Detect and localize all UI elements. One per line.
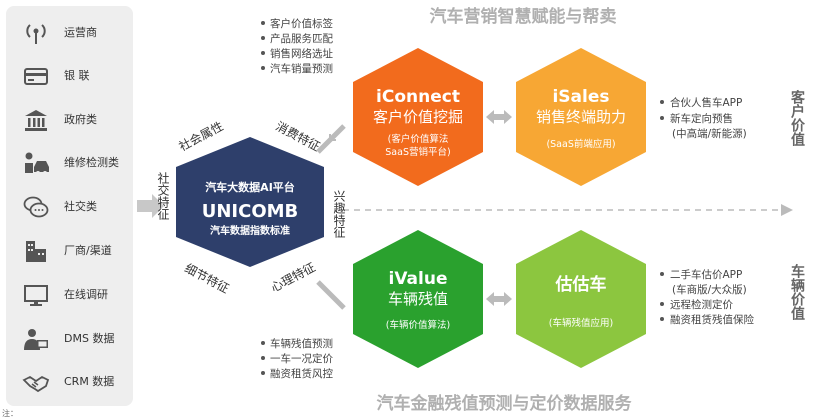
source-item-survey: 在线调研: [6, 277, 133, 313]
center-to-iconnect-arrow: [316, 124, 346, 154]
source-item-social: 社交类: [6, 189, 133, 225]
gugu-title: 估估车: [555, 274, 607, 295]
edge-socialize: 社交特征: [156, 171, 170, 221]
source-item-dms: DMS 数据: [6, 321, 133, 357]
handshake-icon: [22, 375, 50, 393]
isales-subtitle: 销售终端助力: [536, 108, 626, 126]
edge-social-attr: 社会属性: [176, 118, 225, 154]
right-top-list: 合伙人售车APP 新车定向预售 (中高端/新能源): [660, 96, 747, 140]
footnote: 注：: [2, 408, 18, 418]
iconnect-subtitle: 客户价值挖掘: [373, 108, 463, 126]
list-item: 远程检测定价: [670, 298, 733, 311]
source-label: 银 联: [64, 69, 90, 82]
source-item-manufacturer: 厂商/渠道: [6, 233, 133, 269]
ivalue-hexagon: [353, 230, 483, 368]
list-item: 车辆残值预测: [270, 337, 333, 350]
list-item: 新车定向预售: [670, 112, 733, 125]
list-item: 客户价值标签: [270, 17, 333, 30]
list-item: 二手车估价APP: [670, 268, 742, 281]
iconnect-title: iConnect: [376, 87, 460, 107]
person-computer-icon: [24, 329, 48, 350]
list-item: 合伙人售车APP: [670, 96, 742, 109]
gugu-note1: (车辆残值应用): [549, 317, 613, 329]
edge-interest: 兴趣特征: [332, 190, 346, 239]
list-item: 融资租赁残值保险: [670, 313, 754, 326]
top-left-list: 客户价值标签 产品服务匹配 销售网络选址 汽车销量预测: [261, 17, 333, 75]
iconnect-isales-link: [486, 110, 512, 124]
ivalue-gugu-link: [486, 292, 512, 306]
repair-car-icon: [25, 152, 49, 175]
source-label: 维修检测类: [64, 156, 119, 169]
list-item: 一车一况定价: [270, 352, 333, 365]
source-label: 在线调研: [64, 288, 108, 301]
monitor-icon: [24, 285, 48, 306]
list-item: 汽车销量预测: [270, 62, 333, 75]
source-label: CRM 数据: [64, 375, 115, 388]
isales-note1: (SaaS前端应用): [546, 138, 615, 150]
source-item-crm: CRM 数据: [6, 364, 133, 400]
source-label: 运营商: [64, 26, 97, 39]
vehicle-value-title: 车辆价值: [789, 263, 805, 320]
government-building-icon: [25, 110, 47, 131]
center-line2: UNICOMB: [202, 201, 299, 222]
source-item-unionpay: 银 联: [6, 58, 133, 94]
list-item-sub: (车商版/大众版): [672, 283, 747, 296]
top-section-title: 汽车营销智慧赋能与帮卖: [430, 6, 617, 27]
center-to-ivalue-arrow: [316, 280, 346, 310]
isales-title: iSales: [552, 87, 609, 107]
list-item-sub: (中高端/新能源): [672, 127, 747, 140]
center-line3: 汽车数据指数标准: [210, 224, 290, 237]
factory-icon: [26, 241, 46, 262]
list-item: 产品服务匹配: [270, 32, 333, 45]
bottom-section-title: 汽车金融残值预测与定价数据服务: [377, 393, 633, 414]
edge-detail: 细节特征: [182, 260, 231, 296]
ivalue-note1: (车辆价值算法): [386, 319, 450, 331]
isales-hexagon: [516, 48, 646, 186]
iconnect-hexagon: [353, 48, 483, 186]
edge-psych: 心理特征: [268, 259, 317, 295]
source-label: 社交类: [64, 200, 97, 213]
center-line1: 汽车大数据AI平台: [205, 180, 295, 194]
center-platform-hexagon: [176, 137, 324, 267]
bank-card-icon: [24, 68, 48, 85]
chat-bubbles-icon: [23, 196, 49, 218]
data-source-sidebar: 运营商 银 联 政府类 维修检测类 社交类: [6, 6, 133, 406]
bottom-left-list: 车辆残值预测 一车一况定价 融资租赁风控: [261, 337, 333, 380]
source-item-repair: 维修检测类: [6, 145, 133, 181]
source-label: 厂商/渠道: [64, 244, 112, 257]
signal-tower-icon: [26, 24, 46, 44]
ivalue-subtitle: 车辆残值: [388, 290, 448, 308]
iconnect-note2: SaaS营销平台): [385, 146, 450, 158]
source-label: 政府类: [64, 113, 97, 126]
edge-consume: 消费特征: [273, 118, 322, 154]
source-item-government: 政府类: [6, 102, 133, 138]
list-item: 销售网络选址: [270, 47, 333, 60]
right-bottom-list: 二手车估价APP (车商版/大众版) 远程检测定价 融资租赁残值保险: [660, 268, 754, 326]
list-item: 融资租赁风控: [270, 367, 333, 380]
customer-value-title: 客户价值: [789, 89, 806, 146]
source-label: DMS 数据: [64, 332, 115, 345]
iconnect-note1: (客户价值算法: [388, 133, 449, 145]
gugu-hexagon: [516, 230, 646, 368]
ivalue-title: iValue: [389, 269, 448, 289]
source-item-telecom: 运营商: [6, 15, 133, 51]
input-arrow: [137, 194, 164, 218]
